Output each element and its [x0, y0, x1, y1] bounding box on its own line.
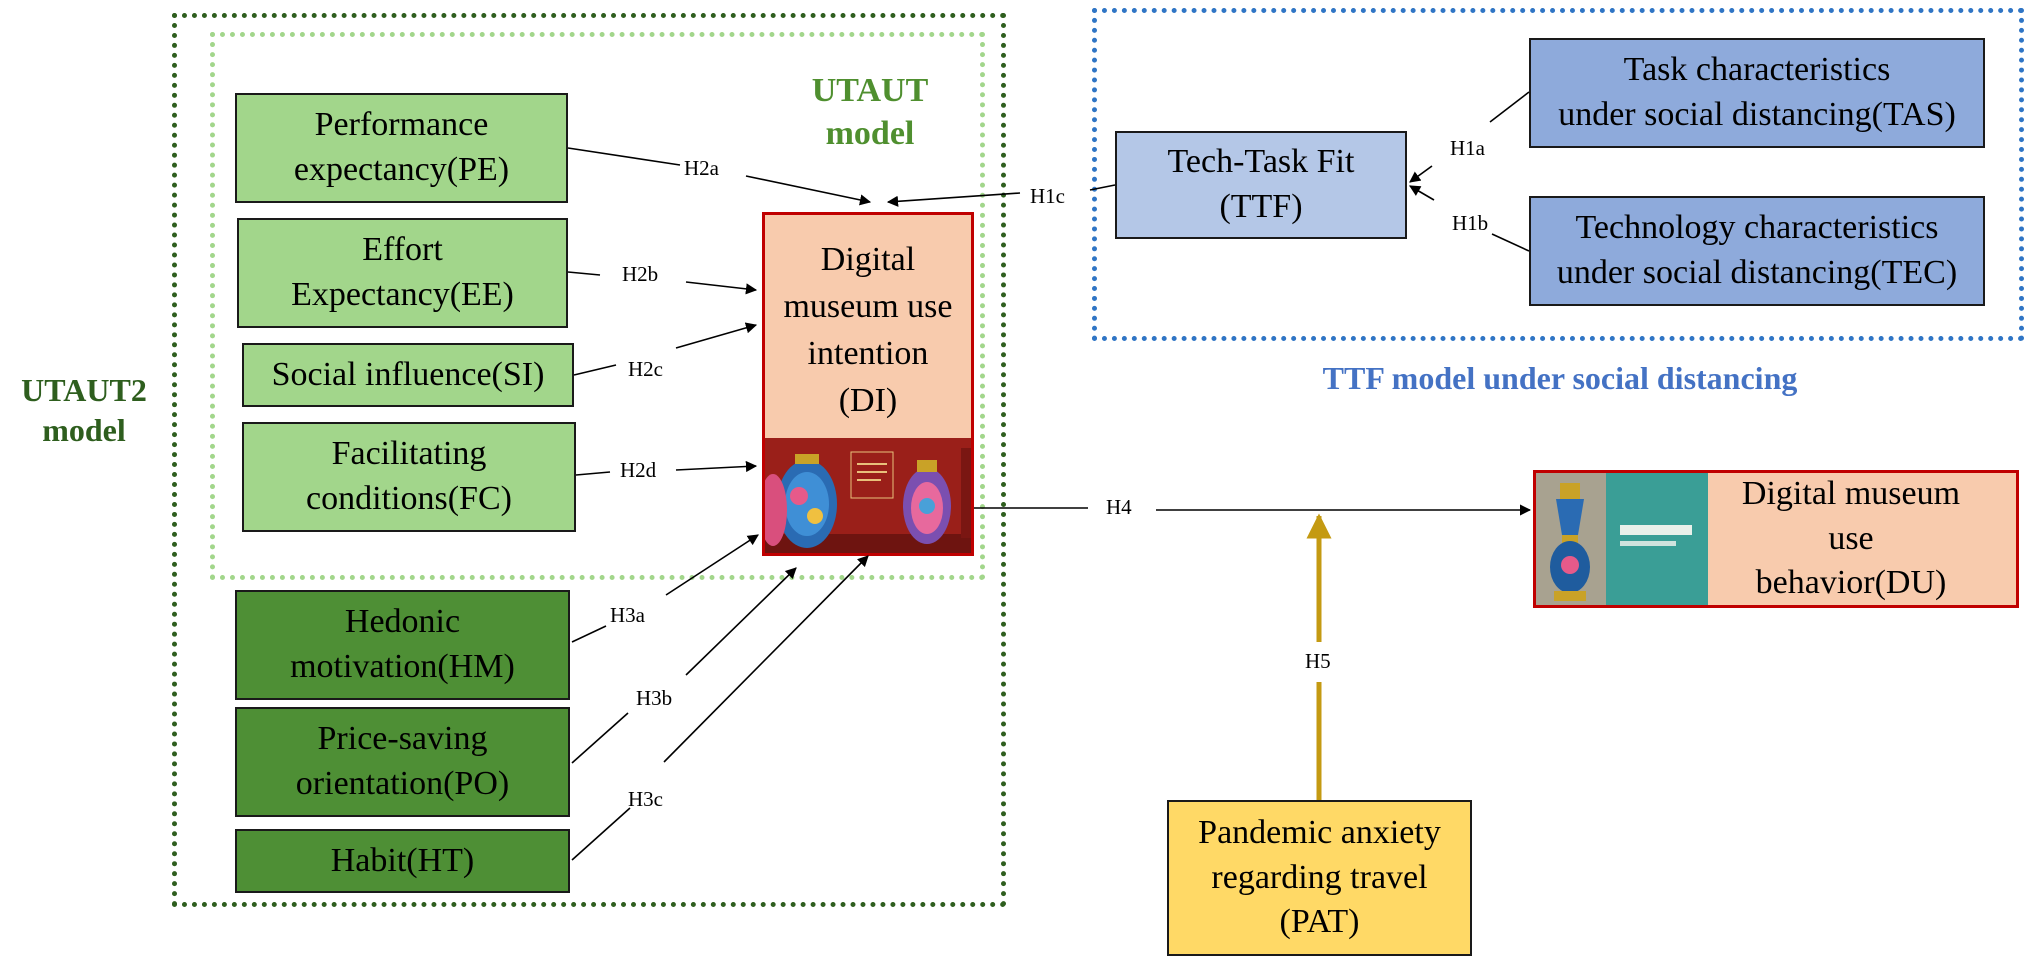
arrow-h2d-a [575, 471, 611, 476]
label-h3b: H3b [636, 686, 672, 710]
construct-pe-label: Performance expectancy(PE) [293, 106, 510, 188]
label-h1c: H1c [1030, 184, 1065, 208]
construct-du-label: Digital museum use behavior(DU) [1741, 474, 1961, 602]
label-h2d: H2d [620, 458, 657, 482]
arrow-h3a-b [665, 534, 759, 596]
arrow-h1b-a [1491, 233, 1530, 252]
arrow-h3c-a [571, 807, 631, 861]
label-h1a: H1a [1450, 136, 1486, 160]
arrow-h3b-b [685, 567, 797, 676]
museum-vase-illustration [765, 438, 971, 553]
construct-di-label: Digital museum use intention (DI) [783, 241, 953, 419]
construct-tec-label: Technology characteristics under social … [1556, 209, 1958, 291]
label-h2b: H2b [622, 262, 658, 286]
museum-book-illustration [1536, 473, 1708, 605]
construct-fc: Facilitating conditions(FC) [242, 422, 576, 532]
construct-pat: Pandemic anxiety regarding travel (PAT) [1167, 800, 1472, 956]
label-h2a: H2a [684, 156, 720, 180]
arrow-h1a-b [1409, 165, 1433, 183]
arrow-h3a-a [571, 625, 607, 643]
arrow-h3b-a [571, 712, 629, 764]
construct-ttf: Tech-Task Fit (TTF) [1115, 131, 1407, 239]
construct-tas-label: Task characteristics under social distan… [1558, 51, 1956, 133]
construct-po-label: Price-saving orientation(PO) [295, 720, 510, 802]
utaut-model-label: UTAUT model [811, 72, 929, 152]
arrow-h2a-b [745, 175, 872, 206]
ttf-model-label: TTF model under social distancing [1322, 360, 1798, 396]
arrow-h3c-b [663, 555, 869, 763]
arrow-h2b-a [567, 271, 601, 276]
construct-ttf-label: Tech-Task Fit (TTF) [1167, 143, 1355, 225]
arrow-h2a-a [567, 147, 681, 166]
label-h2c: H2c [628, 357, 663, 381]
arrow-h2d-b [675, 460, 758, 473]
label-h3c: H3c [628, 787, 663, 811]
construct-ee: Effort Expectancy(EE) [237, 218, 568, 328]
label-h5: H5 [1305, 649, 1331, 673]
construct-hm-label: Hedonic motivation(HM) [290, 603, 515, 685]
construct-po: Price-saving orientation(PO) [235, 707, 570, 817]
arrow-h1b-b [1409, 185, 1435, 201]
label-h4: H4 [1106, 495, 1132, 519]
construct-si-label: Social influence(SI) [271, 355, 545, 393]
museum-book-image [1536, 473, 1708, 605]
utaut2-region [172, 13, 1006, 907]
utaut2-model-label: UTAUT2 model [21, 372, 147, 448]
label-h3a: H3a [610, 603, 646, 627]
arrow-h2b-b [685, 281, 758, 295]
construct-pat-label: Pandemic anxiety regarding travel (PAT) [1198, 813, 1441, 941]
construct-ht-label: Habit(HT) [330, 841, 475, 879]
construct-ht: Habit(HT) [235, 829, 570, 893]
construct-fc-label: Facilitating conditions(FC) [306, 435, 512, 517]
arrow-h1c-a [1089, 184, 1116, 191]
construct-ee-label: Effort Expectancy(EE) [291, 231, 514, 313]
museum-vase-image [765, 438, 971, 553]
arrow-h1a-a [1489, 91, 1530, 123]
construct-hm: Hedonic motivation(HM) [235, 590, 570, 700]
construct-pe: Performance expectancy(PE) [235, 93, 568, 203]
construct-tas: Task characteristics under social distan… [1529, 38, 1985, 148]
ttf-region [1092, 8, 2024, 341]
arrow-h2c-a [573, 364, 617, 376]
construct-si: Social influence(SI) [242, 343, 574, 407]
construct-tec: Technology characteristics under social … [1529, 196, 1985, 306]
arrow-h2c-b [675, 322, 758, 349]
utaut-region [210, 32, 985, 580]
label-h1b: H1b [1452, 211, 1488, 235]
arrow-h1c-b [886, 192, 1021, 207]
